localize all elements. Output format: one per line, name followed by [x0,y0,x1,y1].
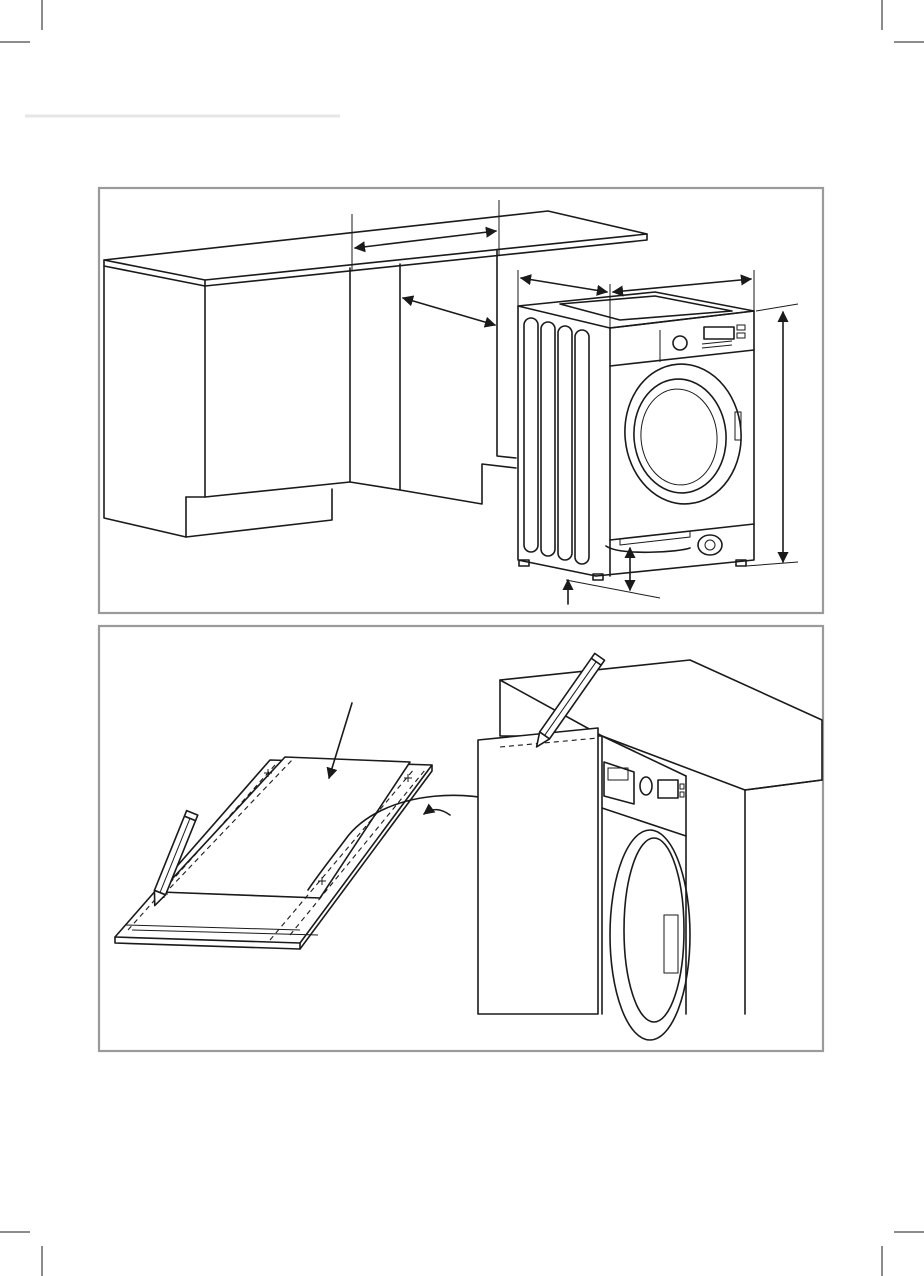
washing-machine [518,292,754,580]
crop-mark-icon [0,0,42,42]
installation-dimensions-figure [99,188,823,613]
crop-mark-icon [882,1232,924,1276]
kitchen-cabinet-row [104,250,516,537]
crop-mark-icon [882,0,924,42]
worktop [104,211,647,286]
crop-mark-icon [0,1232,42,1276]
side-panel-ribs [524,318,589,564]
door-panel [115,757,432,949]
door-panel-marking-figure [99,626,823,1051]
